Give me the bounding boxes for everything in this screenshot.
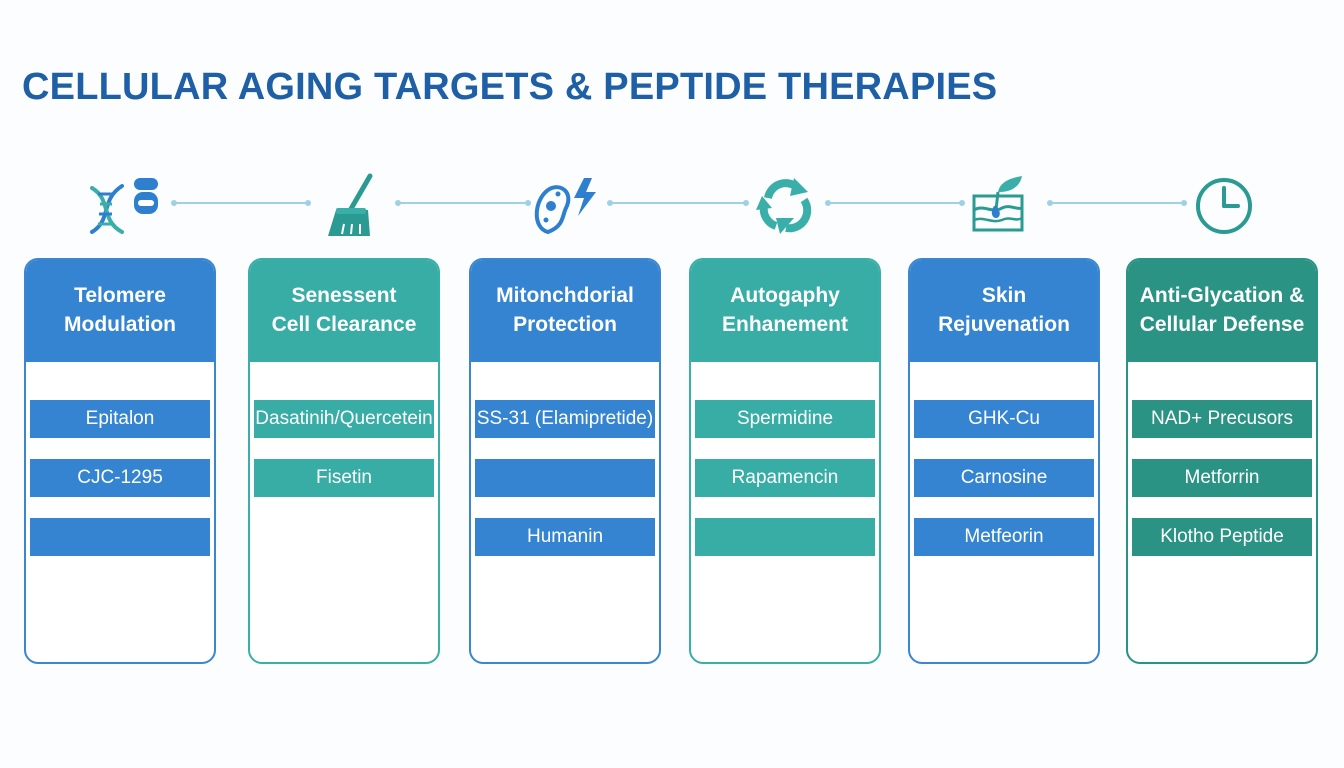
- therapy-item: Fisetin: [254, 459, 434, 497]
- card-header: Anti-Glycation & Cellular Defense: [1128, 260, 1316, 362]
- card-skin-rejuvenation: Skin Rejuvenation GHK-Cu Carnosine Metfe…: [908, 258, 1100, 664]
- card-header: Mitonchdorial Protection: [471, 260, 659, 362]
- therapy-item: [695, 518, 875, 556]
- therapy-item: NAD+ Precusors: [1132, 400, 1312, 438]
- card-header: Telomere Modulation: [26, 260, 214, 362]
- item-list: Spermidine Rapamencin: [691, 400, 879, 577]
- therapy-item: Carnosine: [914, 459, 1094, 497]
- therapy-item: Metforrin: [1132, 459, 1312, 497]
- item-list: SS-31 (Elamipretide) Humanin: [471, 400, 659, 577]
- therapy-item: GHK-Cu: [914, 400, 1094, 438]
- therapy-item: [30, 518, 210, 556]
- therapy-item: Metfeorin: [914, 518, 1094, 556]
- item-list: GHK-Cu Carnosine Metfeorin: [910, 400, 1098, 577]
- therapy-item: Klotho Peptide: [1132, 518, 1312, 556]
- connector-line: [171, 200, 311, 206]
- card-header: Skin Rejuvenation: [910, 260, 1098, 362]
- connector-line: [825, 200, 965, 206]
- therapy-item: Spermidine: [695, 400, 875, 438]
- card-anti-glycation-cellular-defense: Anti-Glycation & Cellular Defense NAD+ P…: [1126, 258, 1318, 664]
- connector-line: [607, 200, 749, 206]
- item-list: Dasatinih/Quercetein Fisetin: [250, 400, 438, 518]
- connector-line: [1047, 200, 1187, 206]
- card-autogaphy-enhanement: Autogaphy Enhanement Spermidine Rapamenc…: [689, 258, 881, 664]
- card-header: Senessent Cell Clearance: [250, 260, 438, 362]
- therapy-item: Epitalon: [30, 400, 210, 438]
- dna-icon: [86, 170, 166, 240]
- icon-timeline: [0, 162, 1344, 246]
- page-title: CELLULAR AGING TARGETS & PEPTIDE THERAPI…: [22, 66, 998, 108]
- card-senessent-cell-clearance: Senessent Cell Clearance Dasatinih/Querc…: [248, 258, 440, 664]
- therapy-item: Humanin: [475, 518, 655, 556]
- broom-icon: [308, 170, 388, 240]
- connector-line: [395, 200, 531, 206]
- item-list: Epitalon CJC-1295: [26, 400, 214, 577]
- clock-icon: [1184, 170, 1264, 240]
- therapy-item: Dasatinih/Quercetein: [254, 400, 434, 438]
- skin-icon: [966, 170, 1046, 240]
- card-header: Autogaphy Enhanement: [691, 260, 879, 362]
- therapy-item: SS-31 (Elamipretide): [475, 400, 655, 438]
- recycle-icon: [746, 170, 826, 240]
- therapy-item: [475, 459, 655, 497]
- item-list: NAD+ Precusors Metforrin Klotho Peptide: [1128, 400, 1316, 577]
- mitochondria-icon: [526, 170, 606, 240]
- card-telomere-modulation: Telomere Modulation Epitalon CJC-1295: [24, 258, 216, 664]
- therapy-item: CJC-1295: [30, 459, 210, 497]
- card-mitonchdorial-protection: Mitonchdorial Protection SS-31 (Elamipre…: [469, 258, 661, 664]
- therapy-item: Rapamencin: [695, 459, 875, 497]
